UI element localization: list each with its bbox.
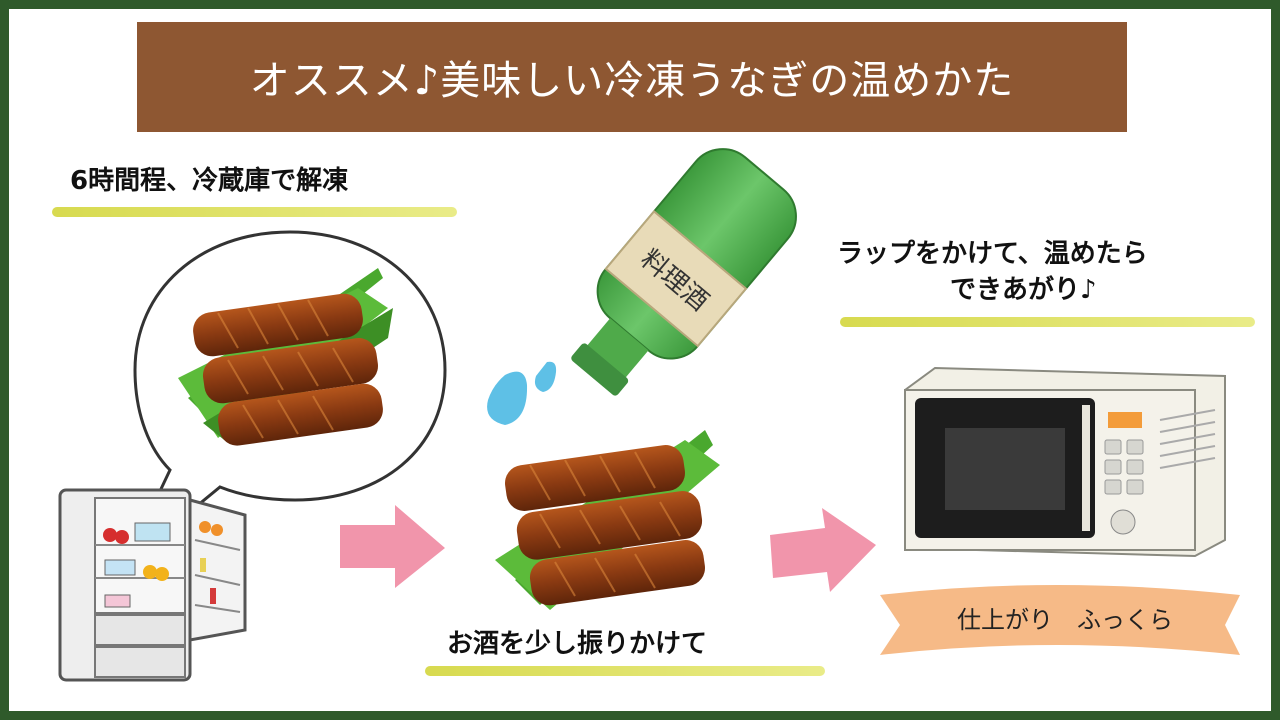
arrow-right-icon [340, 505, 445, 588]
microwave-icon [904, 366, 1226, 558]
step1-label: 6時間程、冷蔵庫で解凍 [70, 166, 349, 196]
refrigerator-icon [58, 488, 247, 682]
step3-label-line2: できあがり♪ [950, 275, 1097, 305]
step2-underline [425, 666, 825, 676]
title-banner: オススメ♪美味しい冷凍うなぎの温めかた [137, 22, 1127, 132]
step3-label-line1: ラップをかけて、温めたら [837, 239, 1148, 269]
result-ribbon [880, 585, 1240, 655]
eel-icon [495, 430, 720, 610]
step1-underline [52, 207, 457, 217]
result-label: 仕上がり ふっくら [957, 606, 1173, 634]
water-drop-icon [487, 361, 557, 425]
arrow-right-icon [770, 508, 876, 592]
step2-label: お酒を少し振りかけて [447, 629, 708, 659]
sake-bottle-icon: 料理酒 [571, 148, 797, 396]
page-title: オススメ♪美味しい冷凍うなぎの温めかた [249, 58, 1015, 104]
eel-icon [178, 268, 393, 446]
step3-underline [840, 317, 1255, 327]
